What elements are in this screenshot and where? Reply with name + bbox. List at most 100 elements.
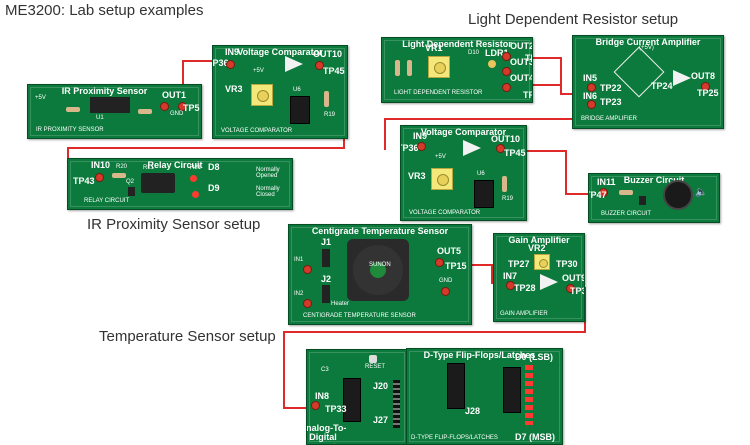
out5-label: OUT5 xyxy=(437,246,462,256)
board-title: IR Proximity Sensor xyxy=(61,86,148,96)
in5-label: IN5 xyxy=(583,73,598,83)
vr3-label: VR3 xyxy=(225,84,243,94)
r19-label: R19 xyxy=(324,112,336,118)
in1-jack[interactable] xyxy=(303,265,312,274)
main-title: ME3200: Lab setup examples xyxy=(5,2,204,19)
tp33-label: TP33 xyxy=(325,404,347,414)
d9-led xyxy=(192,191,199,198)
transistor xyxy=(128,187,135,196)
vr3-potentiometer[interactable] xyxy=(431,168,453,190)
board-title: Voltage Comparator xyxy=(237,47,323,57)
gnd-jack[interactable] xyxy=(441,287,450,296)
out4-jack[interactable] xyxy=(502,83,511,92)
tp27-label: TP27 xyxy=(508,259,530,269)
header-pins xyxy=(393,380,400,428)
d8-label: D8 xyxy=(208,162,220,172)
ir-proximity-board: IR Proximity Sensor +5V U1 OUT1 GND TP5 … xyxy=(27,84,202,139)
tp36-label: TP36 xyxy=(401,143,419,153)
out10-jack[interactable] xyxy=(315,61,324,70)
board-footer: D-TYPE FLIP-FLOPS/LATCHES xyxy=(411,435,498,441)
u1-label: U1 xyxy=(96,115,104,121)
d0-label: D0 (LSB) xyxy=(515,352,553,362)
vr1-label: VR1 xyxy=(425,43,443,53)
in8-label: IN8 xyxy=(315,391,330,401)
ldr1-label: LDR1 xyxy=(485,48,509,58)
d10-label: D10 xyxy=(468,50,480,56)
tp45-label: TP45 xyxy=(504,148,526,158)
j20-label: J20 xyxy=(373,381,389,391)
tp25-label: TP25 xyxy=(697,88,719,98)
tp31-label: TP31 xyxy=(570,286,584,296)
c3-label: C3 xyxy=(321,367,329,373)
out10-jack[interactable] xyxy=(496,144,505,153)
reset-button[interactable] xyxy=(369,355,377,363)
in11-jack[interactable] xyxy=(599,188,608,197)
r21-label: R21 xyxy=(190,165,202,171)
plus5v-label: +5V xyxy=(253,68,264,74)
vr2-potentiometer[interactable] xyxy=(534,254,550,270)
vr3-potentiometer[interactable] xyxy=(251,84,273,106)
resistor xyxy=(407,60,412,76)
out3-label: OUT3 xyxy=(510,57,533,67)
d-flip-flop-board: D-Type Flip-Flops/Latches D0 (LSB) J28 D… xyxy=(406,348,563,445)
r19-label: R19 xyxy=(502,196,514,202)
voltage-comparator-board-1: Voltage Comparator IN9 OUT10 TP36 TP45 +… xyxy=(212,45,348,139)
out5-jack[interactable] xyxy=(435,258,444,267)
gnd-jack[interactable] xyxy=(178,102,187,111)
u6-chip xyxy=(472,180,496,208)
comparator-symbol xyxy=(285,56,303,72)
board-footer: IR PROXIMITY SENSOR xyxy=(36,127,104,133)
out9-jack[interactable] xyxy=(566,284,575,293)
temp-setup-caption: Temperature Sensor setup xyxy=(99,328,276,345)
in2-jack[interactable] xyxy=(303,299,312,308)
tp12-label: TP12 xyxy=(523,90,532,100)
tp23-label: TP23 xyxy=(600,97,622,107)
cooling-fan xyxy=(347,239,409,301)
tp28-label: TP28 xyxy=(514,283,536,293)
board-title: Buzzer Circuit xyxy=(623,175,685,185)
board-title: Relay Circuit xyxy=(147,160,203,170)
transistor xyxy=(639,196,646,205)
resistor xyxy=(502,176,507,192)
out10-label: OUT10 xyxy=(313,49,343,59)
out3-jack[interactable] xyxy=(502,67,511,76)
tp36-label: TP36 xyxy=(212,58,229,68)
in10-jack[interactable] xyxy=(95,173,104,182)
plus5v-label: +5V xyxy=(35,95,46,101)
in5-jack[interactable] xyxy=(587,83,596,92)
vr2-label: VR2 xyxy=(528,243,546,253)
vr1-potentiometer[interactable] xyxy=(428,56,450,78)
out2-label: OUT2 xyxy=(510,41,533,51)
out1-jack[interactable] xyxy=(160,102,169,111)
board-title: Gain Amplifier xyxy=(508,235,570,245)
in1-label: IN1 xyxy=(294,257,304,263)
in6-jack[interactable] xyxy=(587,100,596,109)
reset-label: RESET xyxy=(365,364,386,370)
in8-jack[interactable] xyxy=(311,401,320,410)
bridge-amplifier-board: Bridge Current Amplifier (+5V) IN5 IN6 T… xyxy=(572,35,724,129)
out9-label: OUT9 xyxy=(562,273,585,283)
in7-jack[interactable] xyxy=(506,281,515,290)
board-title: Centigrade Temperature Sensor xyxy=(311,226,449,236)
tp22-label: TP22 xyxy=(600,83,622,93)
out8-jack[interactable] xyxy=(701,82,710,91)
buzzer-component xyxy=(663,180,693,210)
in11-label: IN11 xyxy=(597,177,616,187)
in2-label: IN2 xyxy=(294,291,304,297)
resistor xyxy=(619,190,633,195)
in6-label: IN6 xyxy=(583,91,598,101)
board-title: Light Dependent Resistor xyxy=(402,39,512,49)
flip-flop-chip-1 xyxy=(445,363,467,409)
out2-jack[interactable] xyxy=(502,52,511,61)
adc-board: C3 RESET IN8 TP33 J20 J27 Analog-To-Digi… xyxy=(306,349,408,445)
in9-jack[interactable] xyxy=(226,60,235,69)
amplifier-symbol xyxy=(673,70,691,86)
resistor xyxy=(112,173,126,178)
relay-circuit-board: Relay Circuit IN10 TP43 R20 Q2 RL1 R21 D… xyxy=(67,158,293,210)
tp45-label: TP45 xyxy=(323,66,345,76)
amplifier-symbol xyxy=(540,274,558,290)
ldr-sensor xyxy=(488,60,496,68)
board-footer: GAIN AMPLIFIER xyxy=(500,311,548,317)
rl1-label: RL1 xyxy=(143,165,155,171)
in9-jack[interactable] xyxy=(417,142,426,151)
